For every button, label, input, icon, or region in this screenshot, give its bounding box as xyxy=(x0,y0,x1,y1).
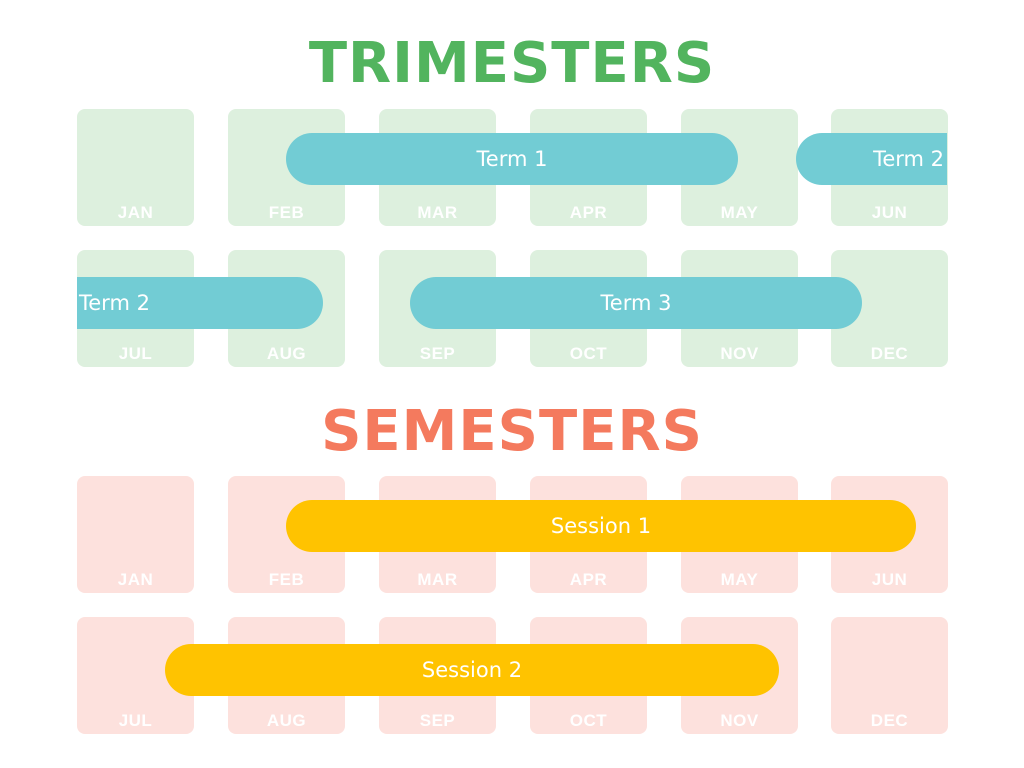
month-label: SEP xyxy=(419,344,456,363)
month-label: SEP xyxy=(419,711,456,730)
term-bar-2-part-1: Term 2 xyxy=(796,133,947,185)
month-label: FEB xyxy=(268,203,305,222)
month-label: NOV xyxy=(720,344,759,363)
term-bar-2-part-2: Term 2 xyxy=(77,277,323,329)
month-label: APR xyxy=(569,203,608,222)
month-label: NOV xyxy=(720,711,759,730)
term-bar-label: Term 2 xyxy=(873,147,944,171)
trimester-month-may: MAY xyxy=(681,109,798,226)
term-bar-label: Term 3 xyxy=(600,291,672,315)
month-label: FEB xyxy=(268,570,305,589)
month-label: JUN xyxy=(871,570,908,589)
month-label: DEC xyxy=(870,711,909,730)
session-bar-label: Session 1 xyxy=(550,514,652,538)
semester-month-dec: DEC xyxy=(831,617,948,734)
month-label: AUG xyxy=(266,344,307,363)
month-label: JAN xyxy=(117,570,154,589)
session-bar-label: Session 2 xyxy=(421,658,523,682)
month-label: MAR xyxy=(417,570,458,589)
semesters-title: SEMESTERS xyxy=(321,399,703,464)
trimesters-title: TRIMESTERS xyxy=(308,31,716,96)
term-bar-3: Term 3 xyxy=(410,277,862,329)
session-bar-1: Session 1 xyxy=(286,500,916,552)
term-bar-1: Term 1 xyxy=(286,133,738,185)
month-label: JUL xyxy=(118,344,153,363)
month-label: JAN xyxy=(117,203,154,222)
month-label: MAY xyxy=(720,203,759,222)
trimester-month-jan: JAN xyxy=(77,109,194,226)
month-label: MAR xyxy=(417,203,458,222)
month-label: APR xyxy=(569,570,608,589)
month-label: DEC xyxy=(870,344,909,363)
semester-month-jan: JAN xyxy=(77,476,194,593)
term-bar-label: Term 2 xyxy=(79,291,150,315)
month-label: MAY xyxy=(720,570,759,589)
month-label: AUG xyxy=(266,711,307,730)
term-bar-label: Term 1 xyxy=(476,147,548,171)
month-label: JUN xyxy=(871,203,908,222)
session-bar-2: Session 2 xyxy=(165,644,779,696)
month-label: OCT xyxy=(569,344,608,363)
month-label: OCT xyxy=(569,711,608,730)
month-label: JUL xyxy=(118,711,153,730)
